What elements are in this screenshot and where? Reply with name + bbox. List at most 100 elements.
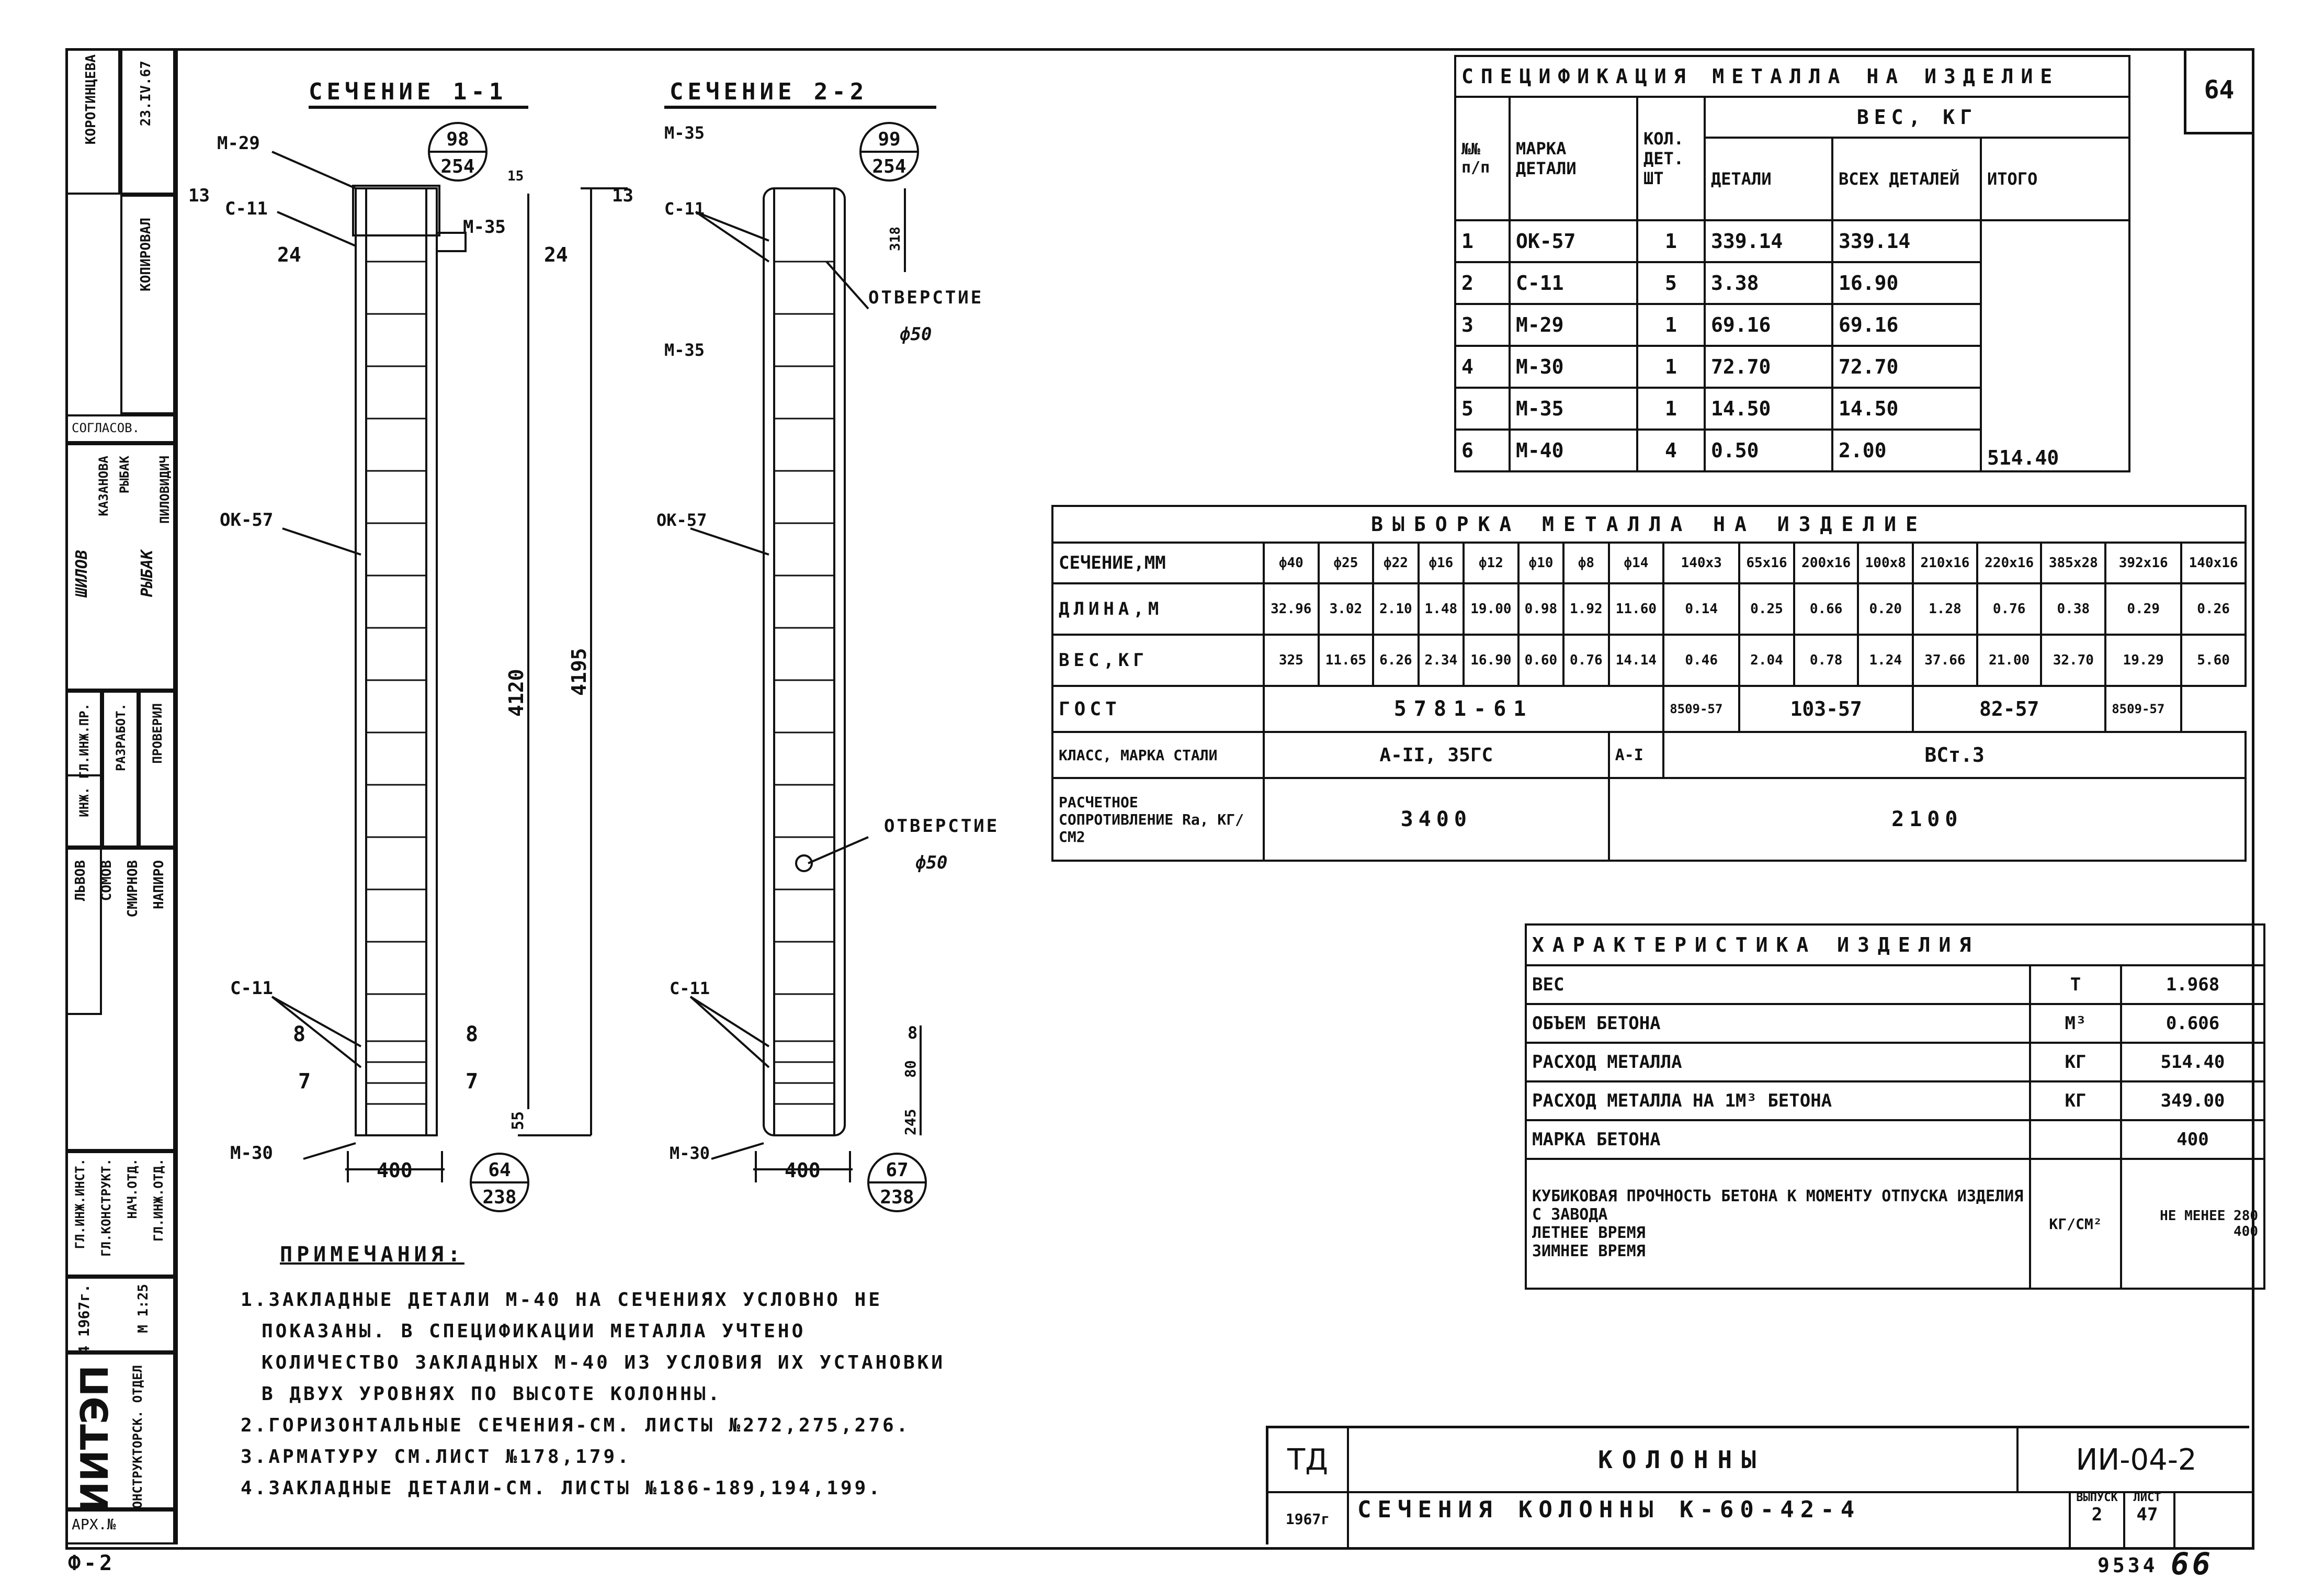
bubble1-bot-num: 64	[488, 1159, 511, 1181]
vyborka-cell: 1.24	[1857, 634, 1914, 687]
note-line: 3.АРМАТУРУ СМ.ЛИСТ №178,179.	[241, 1446, 631, 1468]
vyborka-cell: 210x16	[1912, 542, 1978, 584]
vyborka-cell: ф16	[1417, 542, 1465, 584]
label-c11-top: С-11	[225, 198, 268, 219]
label2-m35: М-35	[664, 340, 705, 360]
label-24b: 24	[544, 243, 568, 266]
vyborka-cell: 0.78	[1793, 634, 1860, 687]
label-ok57: ОК-57	[220, 510, 273, 531]
vyborka-cell: ф22	[1372, 542, 1420, 584]
vyborka-gost-row: ГОСТ 5781-61 8509-57 103-57 82-57 8509-5…	[1051, 685, 2246, 733]
vyborka-cell: 0.20	[1857, 582, 1914, 636]
spec-h-detail: ДЕТАЛИ	[1704, 137, 1833, 221]
vyborka-cell: 5.60	[2180, 634, 2247, 687]
stamp-roles2-col4: ПРОВЕРИЛ	[139, 691, 175, 848]
vyborka-cell: 65x16	[1738, 542, 1795, 584]
note-line: В ДВУХ УРОВНЯХ ПО ВЫСОТЕ КОЛОННЫ.	[262, 1383, 722, 1405]
label-7b: 7	[466, 1069, 478, 1093]
stamp-roles2-col3: РАЗРАБОТ.	[102, 691, 139, 848]
note-line: 1.ЗАКЛАДНЫЕ ДЕТАЛИ М-40 НА СЕЧЕНИЯХ УСЛО…	[241, 1289, 882, 1311]
vyborka-cell: 325	[1263, 634, 1320, 687]
dim2-8: 8	[908, 1023, 917, 1043]
label2-hole2-d: ф50	[915, 852, 947, 873]
vyborka-cell: 11.60	[1607, 582, 1665, 636]
note-line: 4.ЗАКЛАДНЫЕ ДЕТАЛИ-СМ. ЛИСТЫ №186-189,19…	[241, 1478, 882, 1499]
label2-c11-bot: С-11	[670, 978, 710, 998]
stamp-roles: ГЛ.ИНЖ.ИНСТ. ГЛ.КОНСТРУКТ. НАЧ.ОТД. ГЛ.И…	[65, 1151, 175, 1277]
dim1-4195: 4195	[568, 648, 591, 696]
dim2-width: 400	[785, 1159, 821, 1182]
label2-m35top: М-35	[664, 123, 705, 143]
label2-m30: М-30	[670, 1143, 710, 1163]
note-line: ПОКАЗАНЫ. В СПЕЦИФИКАЦИИ МЕТАЛЛА УЧТЕНО	[262, 1321, 806, 1342]
vyborka-title: ВЫБОРКА МЕТАЛЛА НА ИЗДЕЛИЕ	[1051, 505, 2247, 544]
bubble1-bot-den: 238	[482, 1187, 516, 1208]
bottom-left-mark: Ф-2	[68, 1551, 116, 1575]
spec-h-mark: МАРКА ДЕТАЛИ	[1509, 96, 1638, 221]
tb-name: КОЛОННЫ	[1347, 1428, 2016, 1493]
bubble2-top-den: 254	[872, 156, 906, 177]
vyborka-cell: ф10	[1517, 542, 1565, 584]
spec-table: СПЕЦИФИКАЦИЯ МЕТАЛЛА НА ИЗДЕЛИЕ №№ п/п М…	[1454, 55, 2130, 472]
tb-td: ТД	[1268, 1428, 1349, 1493]
dim2-80: 80	[902, 1060, 919, 1078]
stamp-top-cell: КОРОТИНЦЕВА	[65, 48, 120, 195]
vyborka-cell: 14.14	[1607, 634, 1665, 687]
dim2-245: 245	[902, 1109, 919, 1135]
label-7a: 7	[298, 1069, 311, 1093]
spec-h-total: ИТОГО	[1980, 137, 2130, 221]
vyborka-cell: 0.46	[1662, 634, 1741, 687]
note-line: 2.ГОРИЗОНТАЛЬНЫЕ СЕЧЕНИЯ-СМ. ЛИСТЫ №272,…	[241, 1415, 911, 1436]
stamp-top-date: 23.IV.67	[120, 48, 175, 195]
vyborka-cell: ф14	[1607, 542, 1665, 584]
tb-list: ЛИСТ 47	[2133, 1491, 2161, 1525]
spec-total: 514.40	[1980, 219, 2130, 472]
vyborka-cell: 0.76	[1562, 634, 1610, 687]
label2-hole1: ОТВЕРСТИЕ	[868, 287, 983, 308]
dim1-width: 400	[377, 1159, 413, 1182]
spec-h-weight: ВЕС, КГ	[1704, 96, 2130, 139]
vyborka-cell: 3.02	[1317, 582, 1375, 636]
vyborka-cell: 140x3	[1662, 542, 1741, 584]
stamp-org: МНИИТЭП КОНСТРУКТОРСК. ОТДЕЛ	[65, 1352, 175, 1509]
section1-title: СЕЧЕНИЕ 1-1	[309, 78, 507, 105]
label2-hole1-d: ф50	[900, 324, 932, 345]
vyborka-cell: 32.96	[1263, 582, 1320, 636]
sheet-number-box: 64	[2184, 48, 2252, 134]
label-13b: 13	[612, 185, 633, 206]
bubble2-bot-den: 238	[880, 1187, 914, 1208]
note-line: КОЛИЧЕСТВО ЗАКЛАДНЫХ М-40 ИЗ УСЛОВИЯ ИХ …	[262, 1352, 946, 1373]
stamp-names2: ШИЛОВ КАЗАНОВА РЫБАК РЫБАК ПИЛОВИДИЧ	[65, 443, 175, 691]
vyborka-resist-row: РАСЧЕТНОЕ СОПРОТИВЛЕНИЕ Ra, КГ/СМ2 3400 …	[1051, 777, 2247, 862]
tb-code: ИИ-04-2	[2016, 1428, 2254, 1493]
stamp-agreed: СОГЛАСОВ.	[65, 414, 175, 443]
vyborka-cell: 385x28	[2040, 542, 2107, 584]
vyborka-cell: ф40	[1263, 542, 1320, 584]
label-24a: 24	[277, 243, 301, 266]
vyborka-cell: ф25	[1317, 542, 1375, 584]
vyborka-cell: 220x16	[1976, 542, 2043, 584]
dim1-55: 55	[509, 1111, 527, 1130]
notes-title: ПРИМЕЧАНИЯ:	[280, 1243, 464, 1267]
vyborka-cell: 0.98	[1517, 582, 1565, 636]
vyborka-cell: 100x8	[1857, 542, 1914, 584]
vyborka-cell: 0.14	[1662, 582, 1741, 636]
vyborka-cell: 19.00	[1463, 582, 1520, 636]
vyborka-cell: 37.66	[1912, 634, 1978, 687]
dim1-15: 15	[507, 168, 524, 184]
vyborka-class-row: КЛАСС, МАРКА СТАЛИ А-II, 35ГС А-I ВСт.3	[1051, 731, 2247, 779]
vyborka-cell: 0.29	[2104, 582, 2183, 636]
vyborka-cell: 1.48	[1417, 582, 1465, 636]
spec-h-no: №№ п/п	[1454, 96, 1511, 221]
label-8b: 8	[466, 1022, 478, 1046]
vyborka-cell: 19.29	[2104, 634, 2183, 687]
label-m35: М-35	[463, 217, 506, 238]
